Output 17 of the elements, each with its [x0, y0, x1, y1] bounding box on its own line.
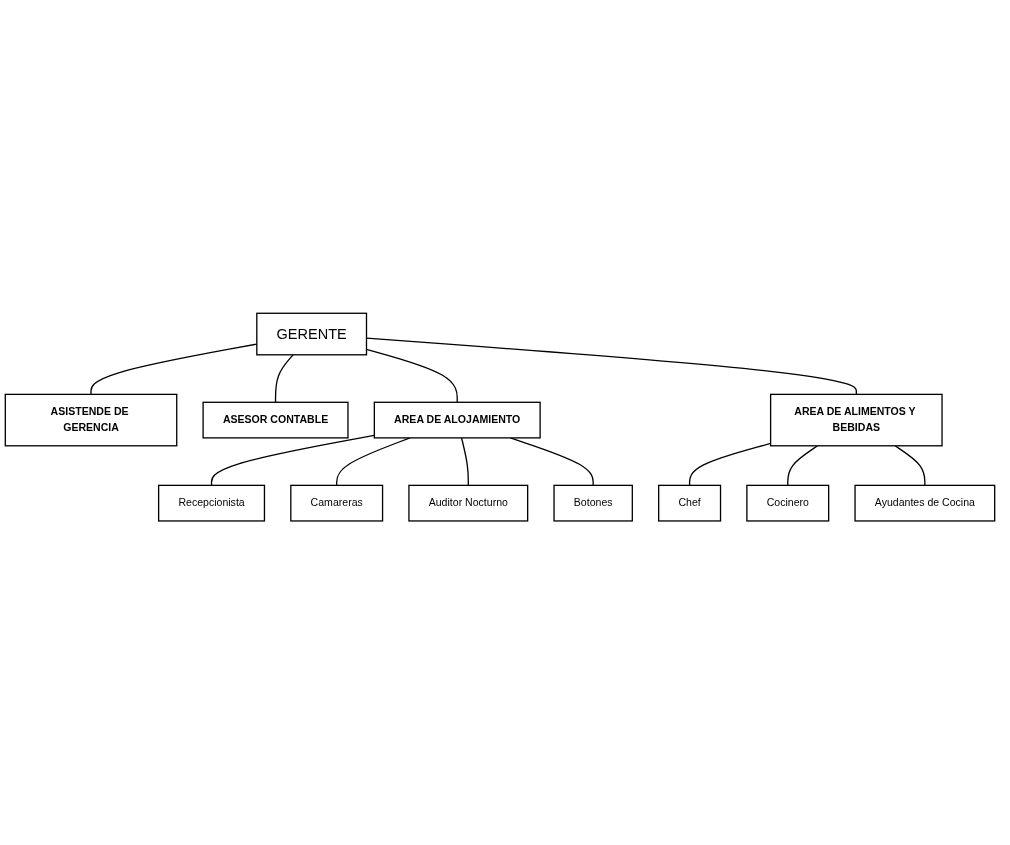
- node-box: Auditor Nocturno: [408, 485, 529, 522]
- node-box: Cocinero: [746, 485, 830, 522]
- node-box: Camareras: [290, 485, 384, 522]
- node-box: Recepcionista: [158, 485, 266, 522]
- connector: [210, 435, 375, 487]
- node-box: Botones: [553, 485, 633, 522]
- node-box: GERENTE: [256, 313, 368, 356]
- node-box: Chef: [658, 485, 722, 522]
- connector: [894, 445, 926, 487]
- node-box: ASISTENDE DE GERENCIA: [4, 394, 178, 447]
- node-box: AREA DE ALIMENTOS Y BEBIDAS: [769, 394, 943, 447]
- connector: [274, 354, 294, 404]
- connector: [787, 445, 819, 487]
- node-box: AREA DE ALOJAMIENTO: [373, 402, 541, 439]
- node-box: Ayudantes de Cocina: [854, 485, 996, 522]
- node-box: ASESOR CONTABLE: [202, 402, 349, 439]
- connector: [460, 437, 469, 487]
